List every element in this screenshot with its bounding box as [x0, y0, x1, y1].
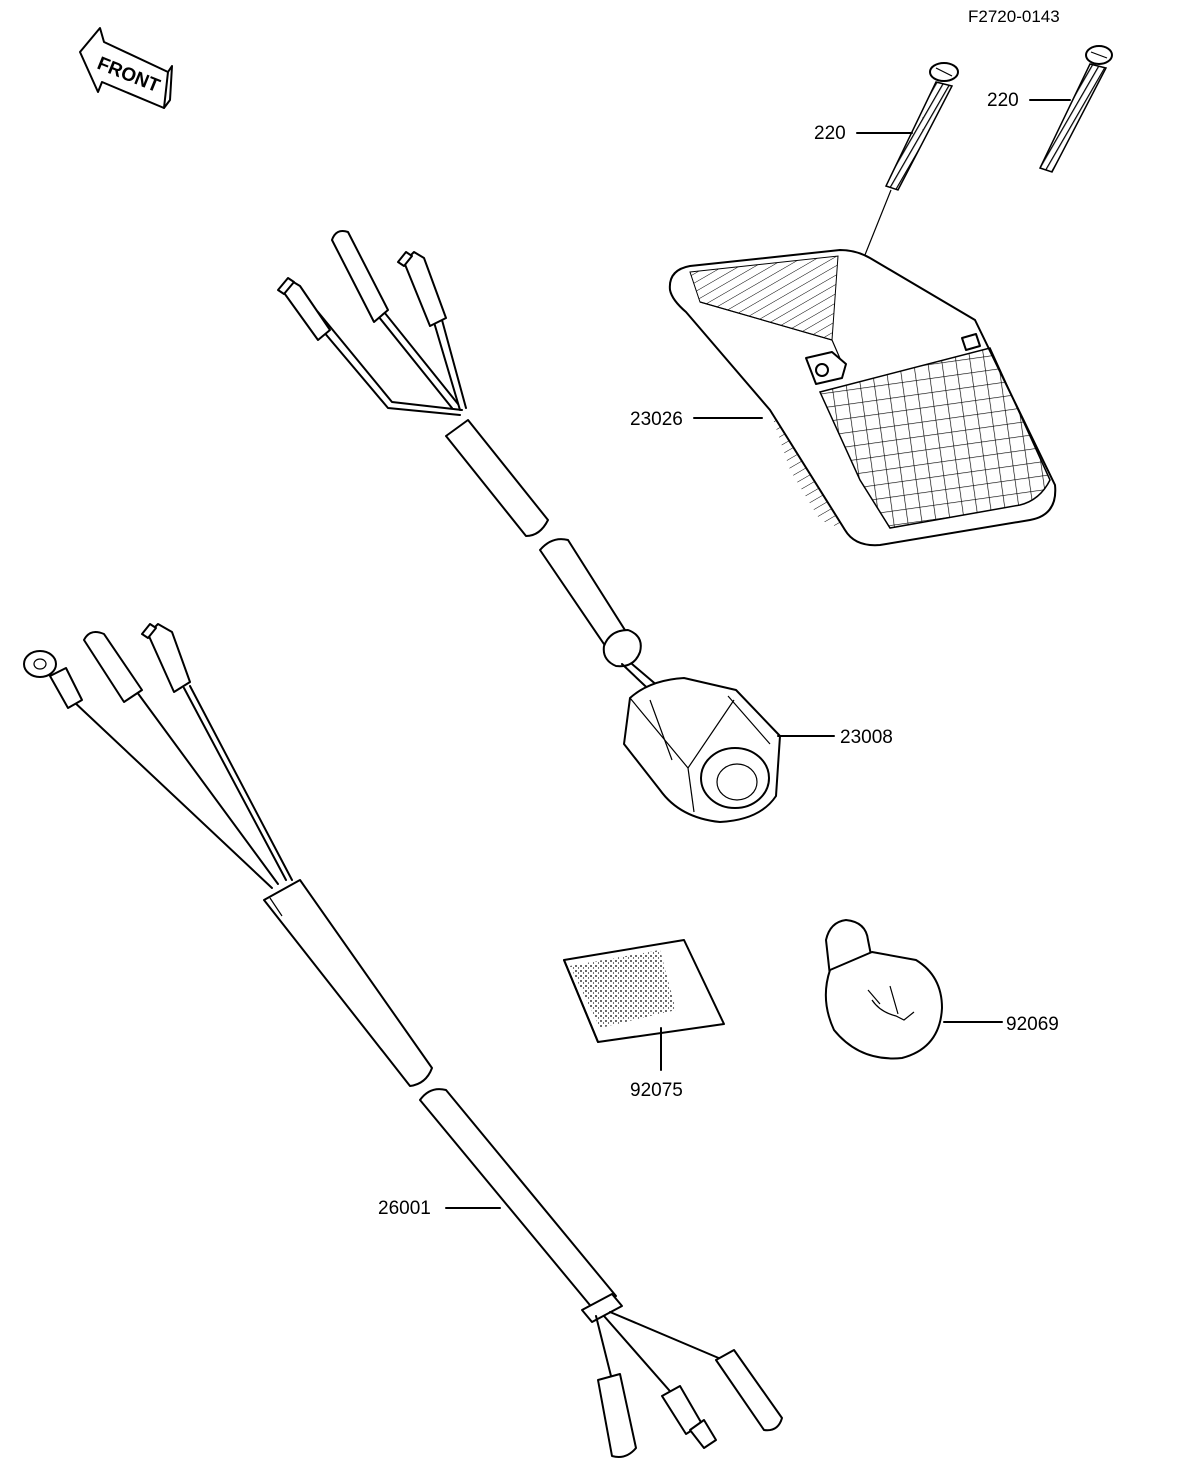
- pad: [563, 939, 725, 1043]
- callout-screw-center: 220: [814, 123, 846, 144]
- callout-pad: 92075: [630, 1080, 683, 1101]
- callout-screw-right: 220: [987, 90, 1019, 111]
- diagram-code: F2720-0143: [968, 7, 1060, 26]
- callout-harness: 26001: [378, 1198, 431, 1219]
- callout-lens: 23026: [630, 409, 683, 430]
- callout-bulb: 92069: [1006, 1014, 1059, 1035]
- socket-cable: [445, 419, 673, 701]
- screw-right: [1038, 45, 1113, 173]
- taillight-lens: [668, 249, 1057, 547]
- callout-socket: 23008: [840, 727, 893, 748]
- screw-center: [884, 62, 959, 191]
- wire-harness: [23, 623, 783, 1458]
- bulb-socket: [623, 677, 781, 823]
- socket-wire-leads: [277, 230, 467, 416]
- front-arrow-icon: FRONT: [79, 27, 173, 109]
- bulb: [824, 919, 943, 1060]
